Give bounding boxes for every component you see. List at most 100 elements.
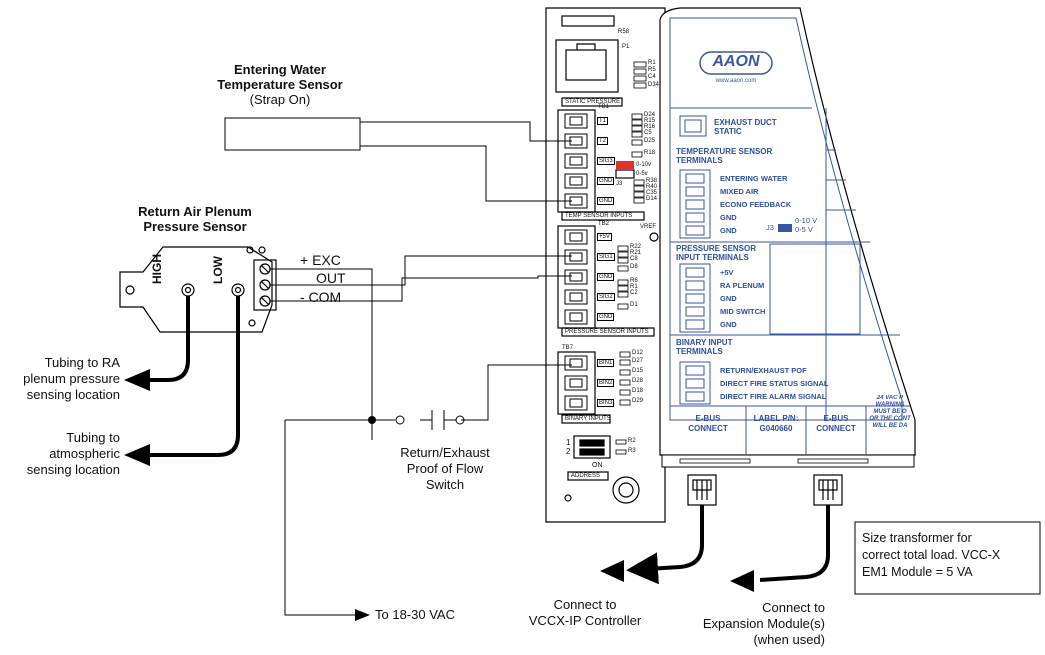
exc-label: + EXC [300, 252, 341, 268]
temp-terminals-line2: TERMINALS [676, 156, 723, 165]
pressure-sensor-inputs-label: PRESSURE SENSOR INPUTS [565, 329, 649, 335]
ebus-right-label: E-BUS CONNECT [808, 414, 864, 434]
c-tb1-2: R16 [644, 124, 656, 130]
vref-label: VREF [640, 224, 657, 230]
c-tb1-4: D25 [644, 138, 656, 144]
transformer-note-box [854, 521, 1041, 595]
plenum-sensor [119, 246, 277, 333]
j3-10v-label: 0-10v [636, 162, 652, 168]
c-tb1-9: D14 [646, 196, 658, 202]
c-tb2-3: D8 [630, 264, 638, 270]
switch-line1: Return/Exhaust [400, 445, 490, 460]
tb1-label: TB1 [598, 104, 610, 110]
switch-line2: Proof of Flow [406, 461, 484, 476]
temp-terminals-header: TEMPERATURE SENSOR TERMINALS [676, 147, 772, 165]
c-top-2: C4 [648, 74, 656, 80]
out-label: OUT [316, 270, 346, 286]
sig1-label: SIG1 [597, 253, 615, 261]
transformer-note-line1: Size transformer for [862, 531, 972, 545]
exhaust-duct-label: EXHAUST DUCT STATIC [714, 118, 777, 136]
c-tb1-3: C5 [644, 130, 652, 136]
vccx-connect-line2: VCCX-IP Controller [528, 613, 642, 628]
pressure-terminals-header: PRESSURE SENSOR INPUT TERMINALS [676, 244, 756, 262]
pressure-terminals-line1: PRESSURE SENSOR [676, 244, 757, 253]
c-tb2-2: C8 [630, 256, 638, 262]
temp-item-2: ECONO FEEDBACK [720, 200, 792, 209]
bin1-label: BIN1 [597, 359, 615, 367]
water-sensor [224, 117, 572, 202]
j3-5v-label: 0-5v [636, 171, 648, 177]
aaon-logo: AAON [712, 53, 760, 70]
c-tb1-1: R15 [644, 118, 656, 124]
pressure-item-0: +5V [720, 268, 734, 277]
binary-inputs-label: BINARY INPUTS [565, 416, 611, 422]
expansion-line2: Expansion Module(s) [702, 616, 825, 631]
ebus-right-line1: E-BUS [823, 414, 849, 423]
temp-item-1: MIXED AIR [720, 187, 759, 196]
ebus-right-line2: CONNECT [816, 424, 856, 433]
c-tb1-7: R40 [646, 184, 658, 190]
tb1-gnd1-label: GND [597, 177, 615, 185]
com-label: - COM [300, 289, 342, 305]
temp-terminals-line1: TEMPERATURE SENSOR [676, 147, 773, 156]
tubing-ra-line2: plenum pressure [23, 371, 120, 386]
vccx-connect-line1: Connect to [553, 597, 617, 612]
binary-item-0: RETURN/EXHAUST POF [720, 366, 807, 375]
pressure-item-1: RA PLENUM [720, 281, 765, 290]
warning-line3: MUST BE O [873, 409, 907, 415]
ebus-plugs [687, 474, 843, 506]
binary-item-2: DIRECT FIRE ALARM SIGNAL [720, 392, 827, 401]
plenum-title-line2: Pressure Sensor [143, 219, 247, 234]
c-tb7-0: D12 [632, 350, 644, 356]
tb2-gnd2-label: GND [597, 313, 615, 321]
board-components [615, 61, 647, 455]
c-tb2-1: R21 [630, 250, 642, 256]
binary-terminals-header: BINARY INPUT TERMINALS [676, 338, 732, 356]
switch-label: Return/Exhaust Proof of Flow Switch [380, 445, 510, 493]
dip1-label: 1 [566, 438, 571, 447]
c-tb7-3: D28 [632, 378, 644, 384]
c-tb2-4: R6 [630, 278, 638, 284]
power-label: To 18-30 VAC [375, 607, 455, 622]
bin2-label: BIN2 [597, 379, 615, 387]
temp-item-4: GND [720, 226, 737, 235]
c-tb2-0: R22 [630, 244, 642, 250]
binary-item-1: DIRECT FIRE STATUS SIGNAL [720, 379, 829, 388]
port-low-label: LOW [211, 256, 225, 284]
temp-sensor-inputs-label: TEMP SENSOR INPUTS [565, 213, 633, 219]
tb1-gnd2-label: GND [597, 197, 615, 205]
tubing-hoses [148, 296, 240, 457]
aaon-url: www.aaon.com [715, 78, 757, 84]
bin3-label: BIN3 [597, 399, 615, 407]
plenum-sensor-title: Return Air Plenum Pressure Sensor [120, 204, 270, 234]
plus5v-label: +5V [597, 233, 612, 241]
temp-item-3: GND [720, 213, 737, 222]
c-tb7-4: D18 [632, 388, 644, 394]
transformer-note-line2: correct total load. VCC-X [862, 548, 1001, 562]
warning-note: 24 VAC P WARNING MUST BE O OR THE CONT W… [866, 395, 914, 430]
warning-line5: WILL BE DA [872, 423, 908, 429]
binary-terminals-line1: BINARY INPUT [676, 338, 733, 347]
c-top-1: R5 [648, 67, 656, 73]
ebus-left-line2: CONNECT [688, 424, 728, 433]
sig3-label: SIG3 [597, 157, 615, 165]
warning-line1: 24 VAC P [876, 395, 904, 401]
pressure-terminals-line2: INPUT TERMINALS [676, 253, 749, 262]
label-pn: LABEL P/N: G040660 [748, 414, 804, 434]
r3-label: R3 [628, 448, 636, 454]
ebus-cables [626, 505, 830, 585]
exhaust-duct-line2: STATIC [714, 127, 742, 136]
tubing-ra-line1: Tubing to RA [44, 355, 120, 370]
tubing-ra-label: Tubing to RA plenum pressure sensing loc… [5, 355, 120, 403]
junction-dot [368, 416, 376, 424]
power-arrow [355, 609, 370, 621]
r58-label: R58 [618, 29, 630, 35]
warning-line4: OR THE CONT [869, 416, 911, 422]
transformer-note: Size transformer for correct total load.… [862, 530, 1000, 581]
panel-j3-5v: 0-5 V [795, 225, 813, 234]
cable-arrows [600, 560, 754, 592]
tubing-atm-line1: Tubing to [66, 430, 120, 445]
c-tb2-5: R1 [630, 284, 638, 290]
